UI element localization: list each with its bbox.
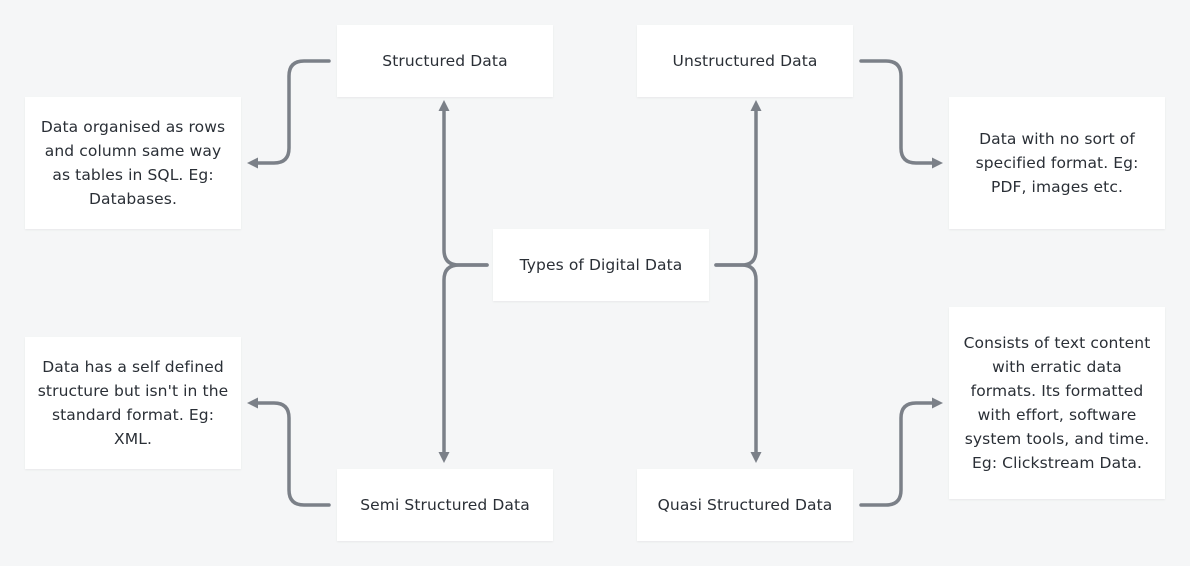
arrowhead-quasi-structured (750, 452, 762, 463)
semi-structured-data-description-text: Data has a self defined structure but is… (37, 358, 229, 448)
connector-structured-to-description (254, 59, 331, 165)
structured-data-label: Structured Data (382, 52, 508, 70)
semi-structured-data-label: Semi Structured Data (360, 496, 530, 514)
structured-data-description: Data organised as rows and column same w… (25, 97, 241, 229)
quasi-structured-data-description-text: Consists of text content with erratic da… (963, 334, 1151, 472)
center-node: Types of Digital Data (493, 229, 709, 301)
structured-data-node: Structured Data (337, 25, 553, 97)
arrowhead-structured (438, 100, 450, 111)
connector-center-to-semi-structured (442, 263, 489, 457)
arrowhead-unstructured (750, 100, 762, 111)
arrowhead-semi-structured-description (247, 397, 258, 409)
structured-data-description-text: Data organised as rows and column same w… (40, 118, 226, 208)
connector-center-to-structured (442, 106, 489, 267)
unstructured-data-label: Unstructured Data (672, 52, 818, 70)
connector-unstructured-to-description (859, 59, 936, 165)
semi-structured-data-node: Semi Structured Data (337, 469, 553, 541)
center-node-label: Types of Digital Data (519, 256, 683, 274)
connector-quasi-structured-to-description (859, 401, 936, 507)
arrowhead-structured-description (247, 157, 258, 169)
connector-center-to-unstructured (714, 106, 758, 267)
quasi-structured-data-label: Quasi Structured Data (657, 496, 833, 514)
semi-structured-data-description: Data has a self defined structure but is… (25, 337, 241, 469)
connector-center-to-quasi-structured (714, 263, 758, 457)
unstructured-data-node: Unstructured Data (637, 25, 853, 97)
unstructured-data-description-text: Data with no sort of specified format. E… (975, 130, 1139, 196)
arrowhead-unstructured-description (932, 157, 943, 169)
quasi-structured-data-node: Quasi Structured Data (637, 469, 853, 541)
connector-semi-structured-to-description (254, 401, 331, 507)
arrowhead-semi-structured (438, 452, 450, 463)
arrowhead-quasi-structured-description (932, 397, 943, 409)
quasi-structured-data-description: Consists of text content with erratic da… (949, 307, 1165, 499)
unstructured-data-description: Data with no sort of specified format. E… (949, 97, 1165, 229)
